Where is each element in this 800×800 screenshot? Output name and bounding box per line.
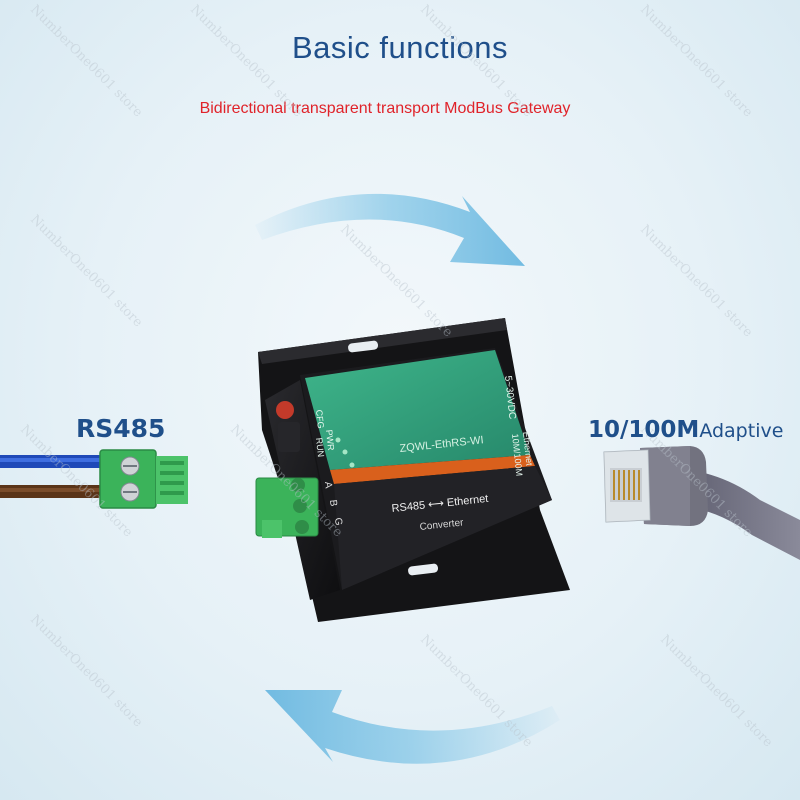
converter-device (255, 318, 570, 622)
device-led-run: RUN (314, 437, 326, 457)
ethernet-cable (603, 446, 800, 560)
page-title: Basic functions (292, 30, 508, 65)
watermark-text: NumberOne0601 store (417, 2, 535, 120)
device-led-pwr: PWR (324, 429, 336, 451)
watermark-text: NumberOne0601 store (637, 222, 755, 340)
bottom-flow-arrow (265, 690, 560, 764)
watermark-text: NumberOne0601 store (27, 2, 145, 120)
watermark-text: NumberOne0601 store (657, 632, 775, 750)
device-terminal-b: B (327, 499, 339, 507)
ethernet-mode-label: Adaptive (699, 420, 784, 442)
ethernet-speed-label: 10/100M (588, 417, 700, 443)
watermark-text: NumberOne0601 store (187, 2, 305, 120)
device-function-subtext: Converter (419, 517, 464, 533)
device-terminal-a: A (322, 481, 334, 489)
device-ethernet-label: Ethernet (521, 431, 535, 466)
top-flow-arrow (255, 193, 525, 266)
ethernet-label: 10/100MAdaptive (588, 417, 783, 443)
rs485-label: RS485 (76, 414, 166, 443)
device-led-cfg: CFG (314, 409, 326, 429)
watermark-text: NumberOne0601 store (337, 222, 455, 340)
watermark-text: NumberOne0601 store (637, 2, 755, 120)
watermark-text: NumberOne0601 store (27, 212, 145, 330)
device-terminal-g: G (332, 517, 344, 526)
rs485-wires (0, 455, 110, 498)
device-ethernet-speed: 10M/100M (510, 433, 524, 476)
watermark-text: NumberOne0601 store (27, 612, 145, 730)
device-power-label: 5~30VDC (502, 375, 518, 420)
rs485-terminal-block (99, 449, 188, 509)
page-subtitle: Bidirectional transparent transport ModB… (199, 100, 571, 117)
